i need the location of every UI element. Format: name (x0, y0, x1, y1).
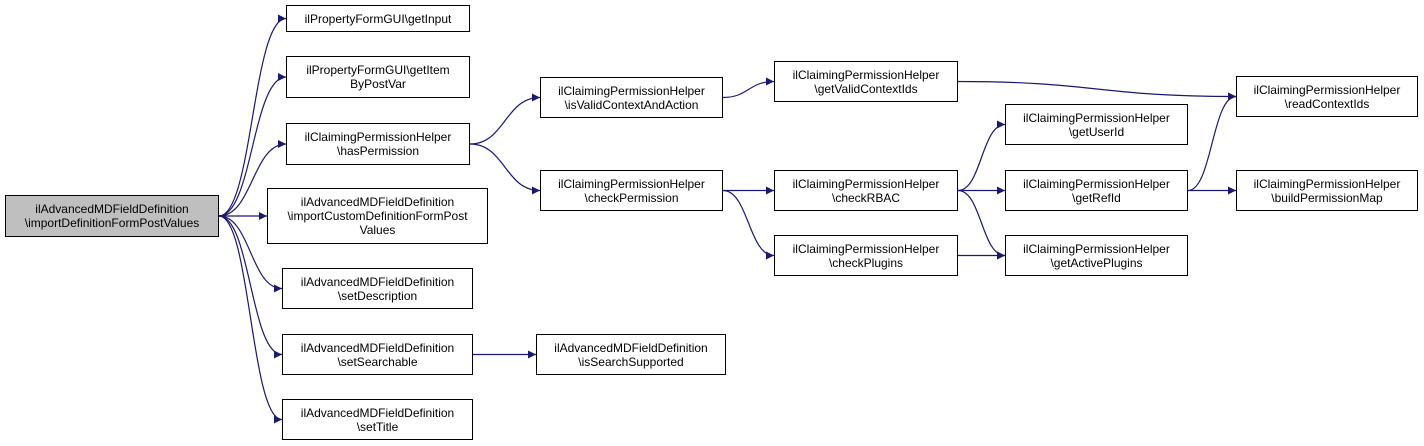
node-label-line: ilAdvancedMDFieldDefinition (300, 195, 455, 209)
node-set-description[interactable]: ilAdvancedMDFieldDefinition \setDescript… (282, 268, 473, 309)
node-get-valid-context-ids[interactable]: ilClaimingPermissionHelper \getValidCont… (774, 61, 958, 102)
node-build-permission-map[interactable]: ilClaimingPermissionHelper \buildPermiss… (1236, 170, 1418, 211)
node-label-line: \setTitle (356, 419, 399, 434)
edge-root-to-getInput (218, 14, 287, 217)
node-label-line: \isValidContextAndAction (564, 97, 699, 112)
node-label-line: \getActivePlugins (1050, 255, 1143, 270)
edge-root-to-getItemByPostVar (218, 73, 287, 217)
node-label-line: \checkPlugins (828, 255, 904, 270)
node-label-line: ilAdvancedMDFieldDefinition (300, 405, 455, 420)
edge-root-to-setTitle (218, 215, 283, 424)
node-label-line: ilClaimingPermissionHelper (792, 176, 940, 191)
node-label-line: ilPropertyFormGUI\getInput (304, 11, 452, 26)
edge-checkPermission-to-checkPlugins (722, 189, 775, 260)
node-label-line: \checkPermission (584, 190, 679, 205)
node-label-line: ilClaimingPermissionHelper (792, 241, 940, 256)
edge-getRefId-to-readContextIds (1187, 92, 1237, 192)
node-label-line: ilClaimingPermissionHelper (792, 67, 940, 82)
node-has-permission[interactable]: ilClaimingPermissionHelper \hasPermissio… (286, 123, 470, 165)
node-get-ref-id[interactable]: ilClaimingPermissionHelper \getRefId (1005, 170, 1188, 211)
node-label-line: \hasPermission (336, 144, 420, 158)
node-label-line: \isSearchSupported (578, 354, 684, 369)
node-import-definition-form-post-values[interactable]: ilAdvancedMDFieldDefinition \importDefin… (5, 195, 219, 237)
node-label-line: \getUserId (1068, 124, 1125, 139)
edge-root-to-setSearchable (218, 215, 283, 359)
edge-checkRBAC-to-getUserId (957, 120, 1006, 192)
edge-root-to-setDescription (218, 215, 283, 293)
node-label-line: ilAdvancedMDFieldDefinition (300, 340, 455, 355)
edge-root-to-hasPermission (218, 140, 287, 217)
node-label-line: \checkRBAC (831, 190, 901, 205)
node-label-line: \getRefId (1072, 190, 1121, 205)
node-label-line: ilClaimingPermissionHelper (1023, 176, 1170, 191)
node-get-user-id[interactable]: ilClaimingPermissionHelper \getUserId (1005, 104, 1188, 145)
node-label-line: \readContextIds (1284, 96, 1370, 111)
node-label-line: ilClaimingPermissionHelper (1023, 241, 1170, 256)
node-label-line: \setSearchable (337, 354, 418, 369)
node-label-line: \setDescription (337, 288, 418, 303)
node-check-permission[interactable]: ilClaimingPermissionHelper \checkPermiss… (540, 170, 723, 211)
node-is-search-supported[interactable]: ilAdvancedMDFieldDefinition \isSearchSup… (536, 334, 726, 375)
node-get-item-by-post-var[interactable]: ilPropertyFormGUI\getItem ByPostVar (286, 56, 470, 98)
node-get-active-plugins[interactable]: ilClaimingPermissionHelper \getActivePlu… (1005, 235, 1188, 276)
node-label-line: ilClaimingPermissionHelper (1023, 110, 1170, 125)
node-get-input[interactable]: ilPropertyFormGUI\getInput (286, 5, 470, 32)
edge-checkRBAC-to-getActivePlugins (957, 189, 1006, 260)
node-set-title[interactable]: ilAdvancedMDFieldDefinition \setTitle (282, 399, 473, 440)
node-is-valid-context-and-action[interactable]: ilClaimingPermissionHelper \isValidConte… (540, 77, 723, 118)
node-label-line: ilClaimingPermissionHelper (558, 176, 705, 191)
node-check-rbac[interactable]: ilClaimingPermissionHelper \checkRBAC (774, 170, 958, 211)
edge-getValidContextIds-to-readContextIds (957, 80, 1237, 101)
node-label-line: ilPropertyFormGUI\getItem (306, 63, 450, 77)
node-label-line: ilClaimingPermissionHelper (1253, 176, 1401, 191)
edge-isValidContextAndAction-to-getValidContextIds (722, 77, 775, 99)
node-import-custom-definition-form-post-values[interactable]: ilAdvancedMDFieldDefinition \importCusto… (267, 188, 488, 244)
node-label-line: ilClaimingPermissionHelper (558, 83, 705, 98)
node-label-line: ilAdvancedMDFieldDefinition (554, 340, 708, 355)
node-label-line: ilAdvancedMDFieldDefinition (300, 274, 455, 289)
node-label-line: ilClaimingPermissionHelper (304, 130, 452, 144)
node-check-plugins[interactable]: ilClaimingPermissionHelper \checkPlugins (774, 235, 958, 276)
edge-hasPermission-to-isValidContextAndAction (469, 93, 541, 145)
node-label-line: \importDefinitionFormPostValues (24, 216, 200, 230)
node-label-line: ByPostVar (350, 77, 406, 91)
node-read-context-ids[interactable]: ilClaimingPermissionHelper \readContextI… (1236, 76, 1418, 117)
node-label-line: \getValidContextIds (814, 81, 918, 96)
node-label-line: Values (359, 223, 396, 237)
node-set-searchable[interactable]: ilAdvancedMDFieldDefinition \setSearchab… (282, 334, 473, 375)
node-label-line: \importCustomDefinitionFormPost (287, 209, 468, 223)
node-label-line: ilClaimingPermissionHelper (1253, 82, 1401, 97)
node-label-line: \buildPermissionMap (1271, 190, 1383, 205)
node-label-line: ilAdvancedMDFieldDefinition (35, 202, 189, 216)
edge-hasPermission-to-checkPermission (469, 143, 541, 195)
